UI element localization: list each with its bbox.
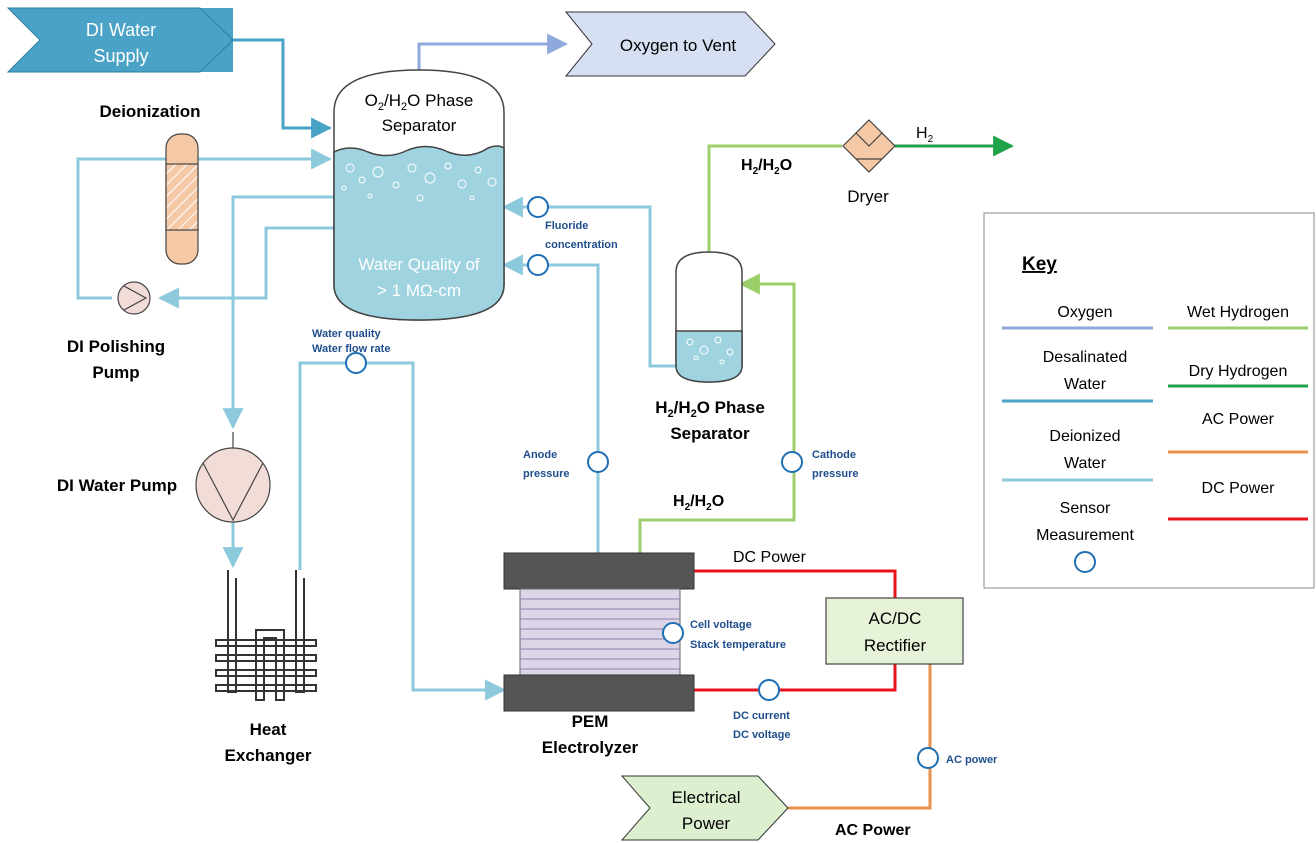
dryer — [842, 119, 896, 173]
anode-return-line — [501, 254, 600, 553]
legend-deionized-label-2: Water — [1064, 455, 1107, 472]
fluoride-label-1: Fluoride — [545, 220, 588, 232]
pem-electrolyzer — [503, 552, 695, 712]
legend-oxygen-label: Oxygen — [1057, 304, 1112, 321]
dc-power-flow-label: DC Power — [733, 549, 807, 566]
electrical-power-label-1: Electrical — [672, 788, 741, 807]
legend: Key Oxygen Wet Hydrogen Desalinated Wate… — [983, 212, 1315, 589]
anode-label-2: pressure — [523, 468, 569, 480]
cathode-wet-hydrogen-line — [638, 273, 796, 553]
oxygen-vent-output: Oxygen to Vent — [564, 11, 776, 77]
di-water-supply-label-2: Supply — [93, 46, 148, 66]
h2-phase-separator — [675, 251, 743, 383]
legend-sensor-label-2: Measurement — [1036, 527, 1134, 544]
di-water-pump — [195, 432, 271, 523]
di-water-supply-label-1: DI Water — [86, 20, 156, 40]
legend-deionized-label-1: Deionized — [1049, 428, 1120, 445]
sensor-fluoride-2 — [527, 254, 549, 276]
ac-dc-rectifier: AC/DC Rectifier — [825, 597, 964, 665]
separator-to-dryer-line — [707, 144, 842, 252]
hx-to-pem-line — [298, 361, 507, 701]
legend-wet-hydrogen-label: Wet Hydrogen — [1187, 304, 1289, 321]
fluoride-label-2: concentration — [545, 239, 618, 251]
pem-label-1: PEM — [572, 712, 609, 731]
ac-power-flow-label: AC Power — [835, 822, 911, 839]
di-water-supply-input: DI Water Supply — [6, 7, 234, 73]
legend-desalinated-label-2: Water — [1064, 376, 1107, 393]
cathode-label-2: pressure — [812, 468, 858, 480]
heat-exchanger-label-1: Heat — [250, 720, 287, 739]
h2-separator-water-return-line — [501, 196, 676, 368]
di-pump-feed-line — [222, 195, 334, 430]
sensor-dc — [758, 679, 780, 701]
polishing-pump-feed-line — [157, 226, 334, 309]
h2h2o-top-label: H2/H2O — [741, 157, 792, 177]
sensor-water-quality — [345, 352, 367, 374]
deionization-column — [165, 133, 199, 265]
sensor-anode-pressure — [587, 451, 609, 473]
dc-power-bottom-line — [694, 664, 897, 692]
di-polishing-pump-label-2: Pump — [92, 363, 139, 382]
deionization-label: Deionization — [99, 102, 200, 121]
legend-dc-power-label: DC Power — [1202, 480, 1276, 497]
cathode-label-1: Cathode — [812, 449, 856, 461]
rectifier-label-2: Rectifier — [864, 636, 927, 655]
water-quality-label-2: > 1 MΩ-cm — [377, 281, 461, 300]
cell-voltage-label: Cell voltage — [690, 619, 752, 631]
legend-ac-power-label: AC Power — [1202, 411, 1275, 428]
sensor-cathode-pressure — [781, 451, 803, 473]
heat-exchanger-label-2: Exchanger — [225, 746, 312, 765]
dc-voltage-label: DC voltage — [733, 729, 790, 741]
o2-phase-separator: O2/H2O Phase Separator Water Quality of … — [333, 69, 505, 321]
anode-label-1: Anode — [523, 449, 557, 461]
rectifier-label-1: AC/DC — [869, 609, 922, 628]
o2-separator-title-1: O2/H2O Phase — [365, 91, 474, 113]
water-flow-rate-label: Water flow rate — [312, 343, 390, 355]
dryer-label: Dryer — [847, 187, 889, 206]
sensor-stack — [662, 622, 684, 644]
legend-sensor-icon — [1074, 551, 1096, 573]
electrical-power-label-2: Power — [682, 814, 731, 833]
di-polishing-pump-label-1: DI Polishing — [67, 337, 165, 356]
h2-separator-label-2: Separator — [670, 424, 750, 443]
di-water-pump-label: DI Water Pump — [57, 476, 177, 495]
water-quality-sensor-label: Water quality — [312, 328, 382, 340]
ac-power-line — [788, 664, 932, 810]
dc-power-top-line — [694, 569, 897, 599]
stack-temperature-label: Stack temperature — [690, 639, 786, 651]
di-polishing-pump — [117, 281, 151, 315]
oxygen-vent-label: Oxygen to Vent — [620, 36, 737, 55]
bubbles — [341, 162, 497, 202]
ac-power-sensor-label: AC power — [946, 754, 998, 766]
o2-separator-title-2: Separator — [382, 116, 457, 135]
legend-dry-hydrogen-label: Dry Hydrogen — [1189, 363, 1288, 380]
legend-title: Key — [1022, 254, 1057, 275]
legend-sensor-label-1: Sensor — [1060, 500, 1111, 517]
h2h2o-mid-label: H2/H2O — [673, 493, 724, 513]
h2-output-label: H2 — [916, 125, 934, 145]
deionization-loop-line — [76, 157, 166, 300]
electrical-power-input: Electrical Power — [620, 775, 789, 841]
dc-current-label: DC current — [733, 710, 790, 722]
heat-exchanger — [215, 570, 317, 701]
h2-separator-label-1: H2/H2O Phase — [655, 398, 765, 420]
oxygen-line — [417, 33, 569, 72]
pem-label-2: Electrolyzer — [542, 738, 639, 757]
sensor-fluoride-1 — [527, 196, 549, 218]
water-quality-label-1: Water Quality of — [358, 255, 480, 274]
desalinated-water-line — [232, 38, 333, 139]
sensor-ac-power — [917, 747, 939, 769]
legend-desalinated-label-1: Desalinated — [1043, 349, 1128, 366]
